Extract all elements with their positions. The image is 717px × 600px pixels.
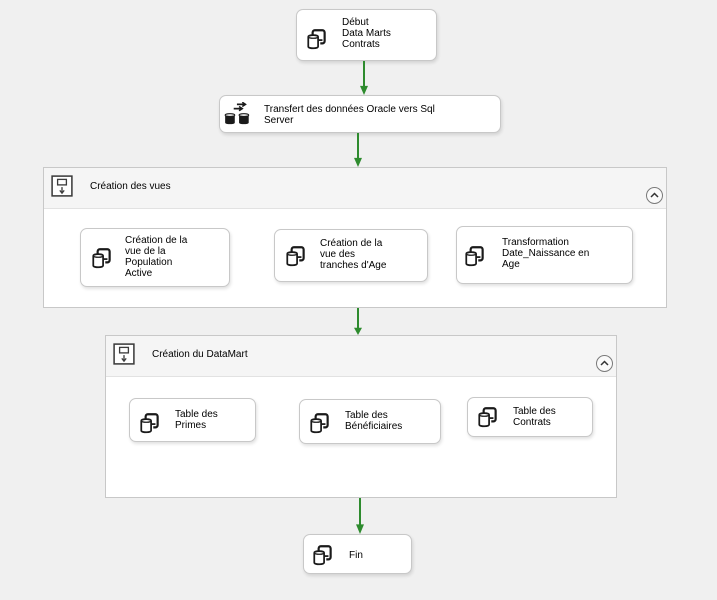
sequence-container-icon — [113, 343, 135, 365]
task-label: Transformation Date_Naissance en Age — [502, 237, 590, 270]
task-table-contrats[interactable]: Table des Contrats — [467, 397, 593, 437]
precedence-arrow[interactable] — [353, 308, 363, 335]
task-vue-population-active[interactable]: Création de la vue de la Population Acti… — [80, 228, 230, 287]
task-table-primes[interactable]: Table des Primes — [129, 398, 256, 442]
sql-task-icon — [305, 27, 329, 51]
sql-task-icon — [284, 244, 308, 268]
container-header[interactable]: Création des vues — [44, 168, 666, 209]
container-header[interactable]: Création du DataMart — [106, 336, 616, 377]
sql-task-icon — [90, 246, 114, 270]
task-table-beneficiaires[interactable]: Table des Bénéficiaires — [299, 399, 441, 444]
sql-task-icon — [308, 411, 332, 435]
task-vue-tranches-age[interactable]: Création de la vue des tranches d'Age — [274, 229, 428, 282]
task-fin[interactable]: Fin — [303, 534, 412, 574]
task-label: Création de la vue de la Population Acti… — [125, 235, 188, 279]
precedence-arrow[interactable] — [355, 498, 365, 534]
task-transfert-oracle-sql-server[interactable]: Transfert des données Oracle vers Sql Se… — [219, 95, 501, 133]
sql-task-icon — [138, 411, 162, 435]
container-creation-du-datamart[interactable]: Création du DataMart Table des Primes Ta… — [105, 335, 617, 498]
task-label: Fin — [349, 550, 363, 561]
task-debut-data-marts-contrats[interactable]: Début Data Marts Contrats — [296, 9, 437, 61]
precedence-arrow[interactable] — [359, 61, 369, 95]
collapse-chevron-icon[interactable] — [596, 355, 613, 372]
data-flow-task-icon — [223, 102, 253, 126]
task-label: Table des Primes — [175, 409, 218, 431]
sql-task-icon — [476, 405, 500, 429]
task-label: Création de la vue des tranches d'Age — [320, 238, 387, 271]
container-title: Création des vues — [90, 181, 171, 192]
task-label: Table des Bénéficiaires — [345, 410, 403, 432]
container-creation-des-vues[interactable]: Création des vues Création de la vue de … — [43, 167, 667, 308]
sql-task-icon — [311, 543, 335, 567]
task-transformation-date-naissance[interactable]: Transformation Date_Naissance en Age — [456, 226, 633, 284]
collapse-chevron-icon[interactable] — [646, 187, 663, 204]
task-label: Transfert des données Oracle vers Sql Se… — [264, 104, 435, 126]
precedence-arrow[interactable] — [353, 133, 363, 167]
task-label: Table des Contrats — [513, 406, 556, 428]
sequence-container-icon — [51, 175, 73, 197]
container-title: Création du DataMart — [152, 349, 248, 360]
sql-task-icon — [463, 244, 487, 268]
task-label: Début Data Marts Contrats — [342, 17, 391, 50]
